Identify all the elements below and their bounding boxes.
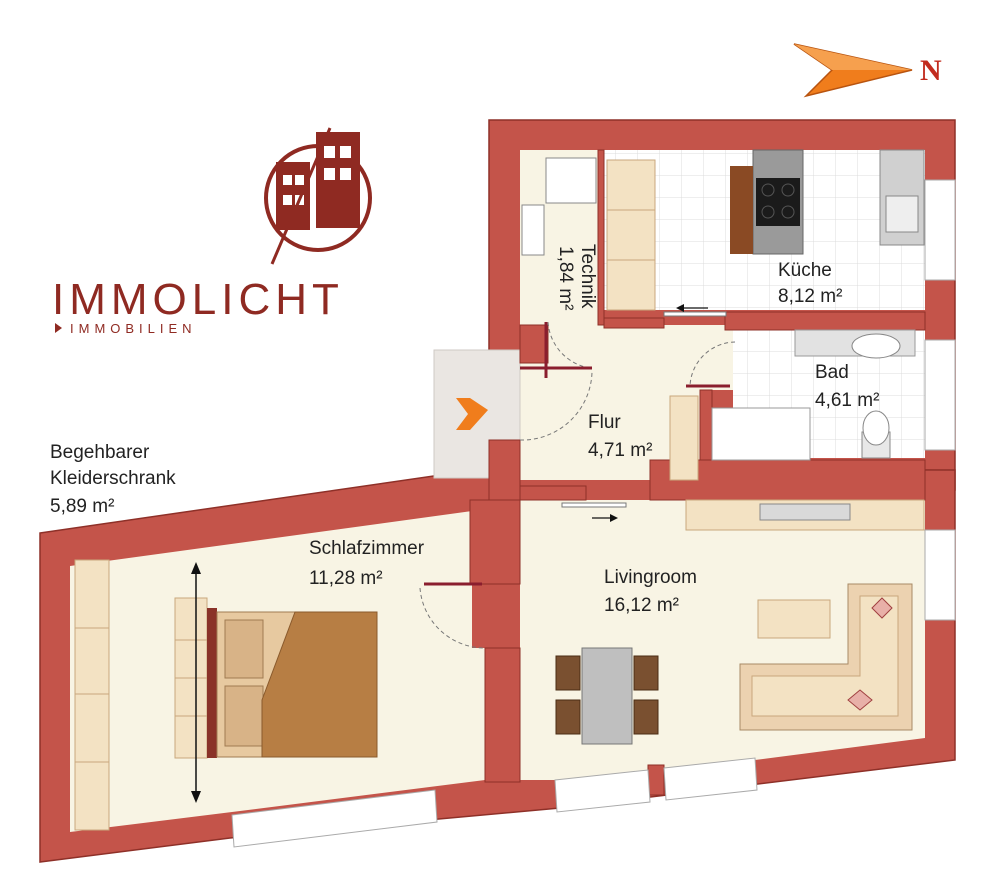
kitchen-sink [885,195,919,233]
technik-appliance [545,157,597,204]
coffee-table [757,599,831,639]
chair-1 [555,655,581,691]
door-leaves [424,322,730,586]
flur-area: 4,71 m² [588,440,652,461]
washbasin [851,333,901,359]
windows [231,179,956,848]
sideboards [669,395,925,531]
schlafzimmer-name: Schlafzimmer [309,538,425,559]
bedroom-door-swing [419,587,486,649]
duvet [261,611,378,758]
bedroom-living-wall-top [469,499,521,585]
window-living-south-2 [663,757,758,801]
bad-name: Bad [815,362,849,383]
north-arrow-icon [793,43,913,98]
bedroom-living-wall-bottom [484,647,521,783]
bad-door-swing [689,341,736,387]
brand-name: IMMOLICHT [52,275,344,324]
doors [419,321,736,649]
chair-3 [633,655,659,691]
window-bad [924,339,956,451]
technik-name: Technik [577,244,598,309]
window-bedroom-south [231,789,438,848]
kleiderschrank-name-2: Kleiderschrank [50,468,176,489]
living-radiator [759,503,851,521]
flur-left-wall [488,439,521,501]
room-labels: Technik 1,84 m² Küche 8,12 m² Bad 4,61 m… [50,244,879,616]
flur-bottom-wall [519,485,587,501]
bed-frame [207,608,217,758]
technik-area: 1,84 m² [555,246,576,310]
technik-cabinet [521,204,545,256]
window-pier-1 [647,764,665,796]
kueche-flur-wall [603,317,665,329]
logo-emblem-icon [264,127,372,265]
kleiderschrank-name-1: Begehbarer [50,442,150,463]
cooktop [756,178,800,226]
livingroom-area: 16,12 m² [604,595,679,616]
flur-cabinet [669,395,699,481]
kitchen-furniture [521,149,925,311]
brand-tagline: IMMOBILIEN [70,321,197,336]
window-living-south-1 [554,769,651,813]
technik-flur-wall [519,324,549,364]
kleiderschrank-area: 5,89 m² [50,496,114,517]
bad-area: 4,61 m² [815,390,879,411]
kueche-bad-wall [724,311,926,331]
kitchen-wood-block [730,166,753,254]
pillow-top [224,619,264,679]
cushion-2 [847,689,873,711]
wardrobe [74,559,110,831]
chair-2 [555,699,581,735]
sliding-doors [561,304,727,522]
shower [711,407,811,461]
toilet [862,410,890,446]
window-kueche [924,179,956,281]
chair-4 [633,699,659,735]
livingroom-name: Livingroom [604,567,697,588]
sofa-seat [751,595,899,717]
tagline-marker-icon [55,323,62,333]
technik-kueche-wall [597,149,605,326]
technik-door-swing [547,321,591,369]
kitchen-counter [606,159,656,311]
bathroom-fixtures [711,329,916,461]
bedroom-furniture [74,559,378,831]
pillow-bottom [224,685,264,747]
entrance-arrow-icon [456,398,488,430]
window-living-east [924,529,956,621]
living-furniture [555,583,913,745]
schlafzimmer-area: 11,28 m² [309,568,383,589]
kueche-name: Küche [778,260,832,281]
dining-table [581,647,633,745]
north-label: N [920,54,942,87]
kueche-area: 8,12 m² [778,286,842,307]
cushion-1 [871,597,893,619]
flur-name: Flur [588,412,621,433]
brand-logo: IMMOLICHT IMMOBILIEN [52,127,372,336]
